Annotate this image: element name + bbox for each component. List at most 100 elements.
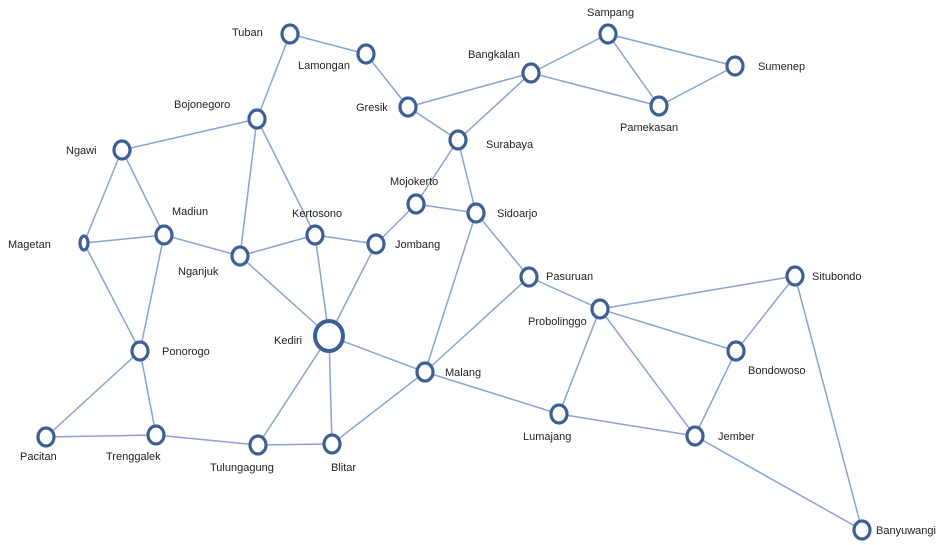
edge-trenggalek-tulungagung bbox=[155, 434, 259, 446]
edge-ponorogo-trenggalek bbox=[139, 350, 157, 436]
node-pasuruan[interactable] bbox=[519, 266, 539, 288]
edge-pamekasan-sumenep bbox=[658, 65, 736, 107]
edge-sidoarjo-pasuruan bbox=[475, 212, 530, 278]
node-situbondo[interactable] bbox=[785, 265, 805, 287]
node-ngawi[interactable] bbox=[112, 139, 132, 161]
edge-ngawi-madiun bbox=[121, 149, 165, 236]
edge-bondowoso-jember bbox=[694, 350, 737, 437]
edge-gresik-surabaya bbox=[407, 106, 459, 141]
label-banyuwangi: Banyuwangi bbox=[876, 525, 936, 537]
node-banyuwangi[interactable] bbox=[852, 519, 872, 541]
edge-bojonegoro-nganjuk bbox=[239, 118, 258, 257]
node-pamekasan[interactable] bbox=[649, 95, 669, 117]
edge-kediri-malang bbox=[328, 335, 426, 373]
node-magetan[interactable] bbox=[78, 234, 90, 252]
node-sumenep[interactable] bbox=[725, 55, 745, 77]
edge-malang-blitar bbox=[331, 371, 426, 445]
edge-jember-banyuwangi bbox=[694, 435, 863, 531]
node-bondowoso[interactable] bbox=[726, 340, 746, 362]
node-lamongan[interactable] bbox=[356, 43, 376, 65]
node-bangkalan[interactable] bbox=[521, 62, 541, 84]
node-madiun[interactable] bbox=[154, 224, 174, 246]
edge-kertosono-jombang bbox=[314, 234, 377, 245]
label-madiun: Madiun bbox=[172, 206, 208, 218]
label-pasuruan: Pasuruan bbox=[546, 271, 593, 283]
node-kediri[interactable] bbox=[313, 319, 345, 353]
edge-tulungagung-blitar bbox=[257, 443, 333, 446]
label-bojonegoro: Bojonegoro bbox=[174, 99, 230, 111]
edge-bangkalan-pamekasan bbox=[530, 72, 660, 107]
edge-madiun-nganjuk bbox=[163, 234, 241, 257]
edge-pacitan-trenggalek bbox=[45, 434, 157, 438]
node-sampang[interactable] bbox=[598, 23, 618, 45]
label-ponorogo: Ponorogo bbox=[162, 346, 210, 358]
label-surabaya: Surabaya bbox=[486, 139, 534, 151]
node-trenggalek[interactable] bbox=[146, 424, 166, 446]
label-kertosono: Kertosono bbox=[292, 208, 342, 220]
edge-bojonegoro-ngawi bbox=[121, 118, 258, 151]
edge-magetan-ponorogo bbox=[83, 242, 141, 352]
node-gresik[interactable] bbox=[398, 96, 418, 118]
edge-ponorogo-pacitan bbox=[45, 350, 141, 438]
edge-sampang-pamekasan bbox=[607, 33, 660, 107]
label-kediri: Kediri bbox=[274, 335, 302, 347]
edge-nganjuk-kediri bbox=[239, 255, 330, 337]
node-bojonegoro[interactable] bbox=[247, 108, 267, 130]
node-surabaya[interactable] bbox=[448, 129, 468, 151]
edge-kediri-tulungagung bbox=[257, 335, 330, 446]
node-blitar[interactable] bbox=[322, 433, 342, 455]
label-bangkalan: Bangkalan bbox=[468, 49, 520, 61]
node-mojokerto[interactable] bbox=[406, 193, 426, 215]
node-nganjuk[interactable] bbox=[230, 245, 250, 267]
node-probolinggo[interactable] bbox=[590, 298, 610, 320]
edge-mojokerto-sidoarjo bbox=[415, 203, 477, 214]
label-jombang: Jombang bbox=[395, 239, 440, 251]
edge-pasuruan-malang bbox=[424, 276, 530, 373]
label-nganjuk: Nganjuk bbox=[178, 266, 219, 278]
label-sampang: Sampang bbox=[587, 7, 634, 19]
edge-nganjuk-kertosono bbox=[239, 234, 316, 257]
label-pamekasan: Pamekasan bbox=[620, 122, 678, 134]
edge-probolinggo-lumajang bbox=[558, 308, 601, 415]
node-jember[interactable] bbox=[685, 425, 705, 447]
label-lamongan: Lamongan bbox=[298, 60, 350, 72]
node-malang[interactable] bbox=[415, 361, 435, 383]
edge-situbondo-banyuwangi bbox=[794, 275, 863, 531]
node-ponorogo[interactable] bbox=[130, 340, 150, 362]
edge-jombang-kediri bbox=[328, 243, 377, 337]
node-kertosono[interactable] bbox=[305, 224, 325, 246]
node-layer bbox=[36, 23, 872, 541]
edge-probolinggo-jember bbox=[599, 308, 696, 437]
edge-bangkalan-sampang bbox=[530, 33, 609, 74]
label-lumajang: Lumajang bbox=[523, 431, 571, 443]
label-malang: Malang bbox=[445, 367, 481, 379]
edge-kediri-blitar bbox=[328, 335, 333, 445]
edge-situbondo-bondowoso bbox=[735, 275, 796, 352]
label-pacitan: Pacitan bbox=[20, 451, 57, 463]
edge-probolinggo-bondowoso bbox=[599, 308, 737, 352]
edge-madiun-ponorogo bbox=[139, 234, 165, 352]
label-sidoarjo: Sidoarjo bbox=[497, 208, 537, 220]
label-gresik: Gresik bbox=[356, 102, 388, 114]
label-probolinggo: Probolinggo bbox=[528, 316, 587, 328]
edge-bojonegoro-kertosono bbox=[256, 118, 316, 236]
edge-magetan-madiun bbox=[83, 234, 165, 244]
node-pacitan[interactable] bbox=[36, 426, 56, 448]
label-ngawi: Ngawi bbox=[66, 145, 97, 157]
node-tuban[interactable] bbox=[280, 23, 300, 45]
edge-tuban-lamongan bbox=[289, 33, 367, 55]
edge-gresik-bangkalan bbox=[407, 72, 532, 108]
label-blitar: Blitar bbox=[331, 462, 356, 474]
node-jombang[interactable] bbox=[366, 233, 386, 255]
node-sidoarjo[interactable] bbox=[466, 202, 486, 224]
label-bondowoso: Bondowoso bbox=[748, 365, 806, 377]
edge-malang-lumajang bbox=[424, 371, 560, 415]
label-layer: TubanLamonganGresikBangkalanSampangSumen… bbox=[8, 7, 936, 537]
label-sumenep: Sumenep bbox=[758, 61, 805, 73]
edge-surabaya-sidoarjo bbox=[457, 139, 477, 214]
node-tulungagung[interactable] bbox=[248, 434, 268, 456]
edge-sidoarjo-malang bbox=[424, 212, 477, 373]
edge-surabaya-mojokerto bbox=[415, 139, 459, 205]
node-lumajang[interactable] bbox=[549, 403, 569, 425]
